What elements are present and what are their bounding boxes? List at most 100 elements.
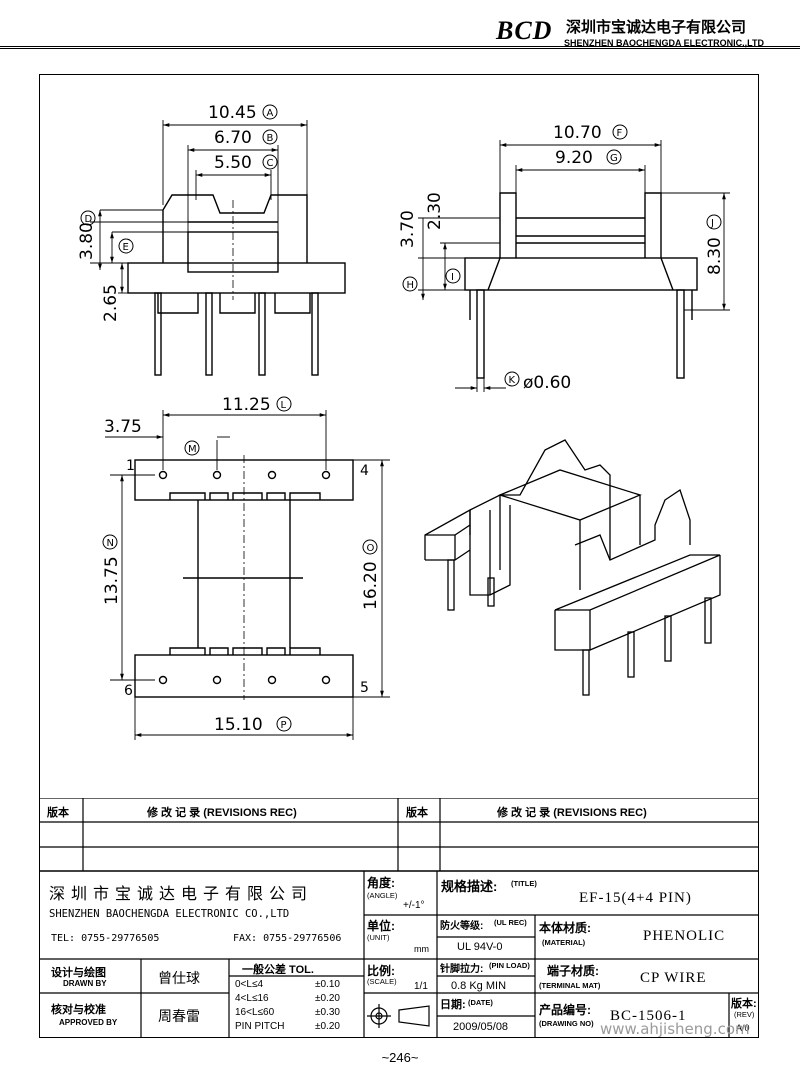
tol-range-2: 16<L≤60 xyxy=(235,1007,275,1018)
watermark: www.ahjisheng.com xyxy=(600,1020,750,1038)
date-label: 日期: xyxy=(440,999,466,1011)
unit-label-cn: 单位: xyxy=(367,919,395,933)
header-rule xyxy=(0,46,800,49)
svg-text:B: B xyxy=(267,133,274,144)
drawn-by-name: 曾仕球 xyxy=(158,972,200,987)
tol-value-0: ±0.10 xyxy=(315,979,340,990)
ul-label-en: (UL REC) xyxy=(494,918,527,927)
company-name-cn: 深圳市宝诚达电子有限公司 xyxy=(566,19,747,36)
approved-by-name: 周春雷 xyxy=(158,1010,200,1025)
ref-g-badge: G xyxy=(606,149,622,165)
svg-text:K: K xyxy=(509,375,516,386)
dim-230: 2.30 xyxy=(425,192,445,230)
angle-label-en: (ANGLE) xyxy=(367,891,398,900)
spec-title-label: 规格描述: xyxy=(441,879,498,894)
tol-range-1: 4<L≤16 xyxy=(235,993,269,1004)
ul-label: 防火等级: xyxy=(440,921,484,932)
dim-n: 13.75 xyxy=(102,556,122,605)
ref-i-badge: I xyxy=(445,268,461,284)
ref-b-badge: B xyxy=(262,129,278,145)
pin-load-value: 0.8 Kg MIN xyxy=(451,980,507,992)
pin-label-5: 5 xyxy=(360,680,369,696)
ref-j-badge: J xyxy=(706,214,722,230)
pin-label-6: 6 xyxy=(124,683,133,699)
company-logo: BCD xyxy=(496,16,553,45)
drawing-no-label: 产品编号: xyxy=(539,1003,591,1017)
pin-load-label: 针脚拉力: xyxy=(440,964,484,975)
title-tel: TEL: 0755-29776505 xyxy=(51,933,160,944)
date-label-en: (DATE) xyxy=(468,998,493,1007)
pin-load-label-en: (PIN LOAD) xyxy=(489,961,530,970)
spec-title-label-en: (TITLE) xyxy=(511,879,537,888)
rev-col-version-left: 版本 xyxy=(47,807,69,819)
drawing-no-value: BC-1506-1 xyxy=(610,1008,687,1024)
date-value: 2009/05/08 xyxy=(453,1021,509,1033)
drawn-by-label-cn: 设计与绘图 xyxy=(51,967,106,979)
dim-j: 8.30 xyxy=(705,237,725,275)
svg-text:O: O xyxy=(367,543,375,554)
rev-col-record-right: 修 改 记 录 (REVISIONS REC) xyxy=(497,807,647,819)
ref-e-badge: E xyxy=(118,238,134,254)
svg-text:C: C xyxy=(267,158,274,169)
ref-m-badge: M xyxy=(184,440,200,456)
pin-label-1: 1 xyxy=(126,458,135,474)
dim-370: 3.70 xyxy=(398,210,418,248)
approved-by-label-cn: 核对与校准 xyxy=(51,1004,106,1016)
rev-value: A/0 xyxy=(736,1023,750,1033)
svg-text:I: I xyxy=(451,272,454,283)
material-label-en: (MATERIAL) xyxy=(542,938,586,947)
dim-g: 9.20 xyxy=(555,148,593,168)
top-view xyxy=(134,455,354,700)
side-view xyxy=(464,192,698,379)
title-block-grid xyxy=(39,798,759,1038)
title-fax: FAX: 0755-29776506 xyxy=(233,933,342,944)
title-company-cn: 深 圳 市 宝 诚 达 电 子 有 限 公 司 xyxy=(49,886,309,903)
drawn-by-label-en: DRAWN BY xyxy=(63,979,107,988)
tol-value-3: ±0.20 xyxy=(315,1021,340,1032)
svg-text:J: J xyxy=(710,218,714,229)
rev-col-version-right: 版本 xyxy=(406,807,428,819)
dim-f: 10.70 xyxy=(553,123,602,143)
dim-265: 2.65 xyxy=(101,284,121,322)
dim-a: 10.45 xyxy=(208,103,257,123)
ref-n-badge: N xyxy=(102,534,118,550)
dim-c: 5.50 xyxy=(214,153,252,173)
ref-p-badge: P xyxy=(276,716,292,732)
terminal-value: CP WIRE xyxy=(640,970,707,986)
svg-text:F: F xyxy=(617,128,623,139)
ref-f-badge: F xyxy=(612,124,628,140)
scale-label-en: (SCALE) xyxy=(367,977,397,986)
terminal-label: 端子材质: xyxy=(547,964,599,978)
unit-label-en: (UNIT) xyxy=(367,933,390,942)
svg-text:M: M xyxy=(188,444,197,455)
ref-l-badge: L xyxy=(276,396,292,412)
dim-375: 3.75 xyxy=(104,417,142,437)
ref-a-badge: A xyxy=(262,104,278,120)
ref-d-badge: D xyxy=(80,210,96,226)
dim-380: 3.80 xyxy=(77,222,97,260)
rev-col-record-left: 修 改 记 录 (REVISIONS REC) xyxy=(147,807,297,819)
title-block: 版本 修 改 记 录 (REVISIONS REC) 版本 修 改 记 录 (R… xyxy=(39,798,759,1038)
dim-p: 15.10 xyxy=(214,715,263,735)
front-view xyxy=(127,194,346,376)
page-number: ~246~ xyxy=(381,1050,419,1065)
ref-h-badge: H xyxy=(402,276,418,292)
angle-label-cn: 角度: xyxy=(367,876,395,890)
ref-o-badge: O xyxy=(362,539,378,555)
tol-value-1: ±0.20 xyxy=(315,993,340,1004)
scale-value: 1/1 xyxy=(414,981,428,992)
svg-text:A: A xyxy=(267,108,274,119)
svg-text:L: L xyxy=(281,400,287,411)
rev-label-en: (REV) xyxy=(734,1010,755,1019)
dim-b: 6.70 xyxy=(214,128,252,148)
svg-text:D: D xyxy=(85,214,93,225)
svg-text:G: G xyxy=(610,153,618,164)
drawing-no-label-en: (DRAWING NO) xyxy=(539,1019,594,1028)
title-company-en: SHENZHEN BAOCHENGDA ELECTRONIC CO.,LTD xyxy=(49,908,290,920)
ref-c-badge: C xyxy=(262,154,278,170)
isometric-view xyxy=(424,439,721,696)
unit-value: mm xyxy=(414,944,429,954)
terminal-label-en: (TERMINAL MAT) xyxy=(539,981,601,990)
scale-label-cn: 比例: xyxy=(367,964,395,978)
ul-value: UL 94V-0 xyxy=(457,941,503,953)
